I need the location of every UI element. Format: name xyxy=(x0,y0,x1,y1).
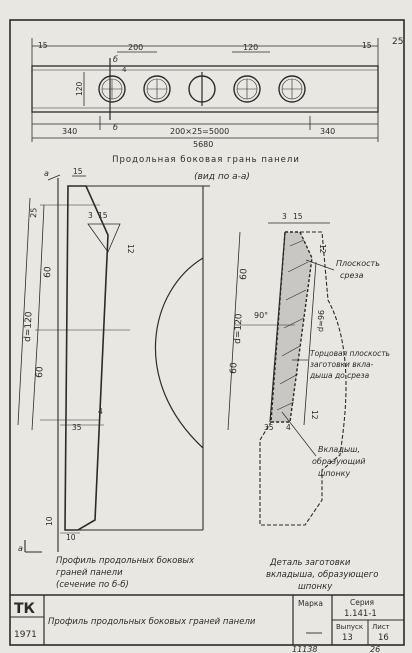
detail-outline-dashed xyxy=(259,231,347,526)
dim-60a: 60 xyxy=(43,266,54,278)
right-detail: 3 15 12 60 d=120 90° d=96 60 12 35 4 Пло… xyxy=(227,212,390,592)
footer-right-number: 26 xyxy=(370,645,380,653)
label-end-plane-1: Торцовая плоскость xyxy=(310,349,390,358)
dim-end-left: 340 xyxy=(62,127,77,136)
dim-12: 12 xyxy=(126,244,135,254)
dim-4: 4 xyxy=(98,407,103,416)
dim-middle: 200×25=5000 xyxy=(170,127,229,136)
dim-left-margin: 15 xyxy=(38,41,48,50)
seria-value: 1.141-1 xyxy=(344,609,377,619)
col-list: Лист xyxy=(372,623,390,631)
dim-end-right: 340 xyxy=(320,127,335,136)
hole-5 xyxy=(278,75,306,103)
dim-10b: 10 xyxy=(66,533,76,542)
outer-frame xyxy=(9,19,405,646)
stamp-series-word: ТК xyxy=(14,601,36,617)
dim-15b: 15 xyxy=(98,211,108,220)
panel-face-rect xyxy=(31,65,379,113)
hole-1 xyxy=(98,75,126,103)
section-mark-a-top: а xyxy=(44,169,49,178)
detail-dim-3: 3 xyxy=(282,212,287,221)
dim-small-4: 4 xyxy=(122,66,127,74)
label-cut-plane-2: среза xyxy=(340,271,364,280)
label-end-plane-2: заготовки вкла- xyxy=(310,360,374,369)
label-insert-3: шпонку xyxy=(318,469,351,478)
dim-3: 3 xyxy=(88,211,93,220)
panel-holes xyxy=(98,72,306,106)
vypusk-value: 13 xyxy=(342,633,353,643)
dim-25: 25 xyxy=(29,207,39,218)
section-mark-a-bottom: а xyxy=(18,544,23,553)
detail-dim-15: 15 xyxy=(293,212,303,221)
page-corner-number: 25 xyxy=(392,37,403,47)
list-value: 16 xyxy=(378,633,389,643)
dim-35: 35 xyxy=(72,423,82,432)
footer-left-number: 11138 xyxy=(292,645,317,653)
dim-d: d=120 xyxy=(23,311,35,342)
detail-dim-35: 35 xyxy=(264,423,274,432)
profile-caption-2: граней панели xyxy=(56,568,123,578)
dim-right-margin: 15 xyxy=(362,41,372,50)
top-view-caption-1: Продольная боковая грань панели xyxy=(112,155,300,165)
dim-hole-spacing-left: 200 xyxy=(128,43,143,52)
detail-caption-3: шпонку xyxy=(298,582,333,592)
top-view: 15 15 200 120 120 4 б б xyxy=(31,38,379,182)
detail-caption-2: вкладыша, образующего xyxy=(266,570,378,580)
detail-caption-1: Деталь заготовки xyxy=(269,558,351,568)
hole-4 xyxy=(233,75,261,103)
detail-dim-12b: 12 xyxy=(310,410,319,420)
detail-dim-60a: 60 xyxy=(239,268,250,280)
detail-dim-angle: 90° xyxy=(254,311,268,320)
dim-total: 5680 xyxy=(193,140,213,149)
col-vypusk: Выпуск xyxy=(336,623,363,631)
dim-10a: 10 xyxy=(45,516,54,526)
insert-hatch-fill xyxy=(271,232,312,422)
dim-60b: 60 xyxy=(35,366,46,378)
dim-d-line xyxy=(17,197,31,426)
dim-height: 120 xyxy=(75,81,84,96)
void-arc xyxy=(154,257,204,449)
detail-dim-12a: 12 xyxy=(318,244,327,254)
profile-caption-3: (сечение по б-б) xyxy=(56,580,129,590)
dim-top-15: 15 xyxy=(73,167,83,176)
section-mark-b-bottom: б xyxy=(113,123,118,132)
label-end-plane-3: дыша до среза xyxy=(309,371,370,380)
col-seria: Серия xyxy=(350,598,374,607)
hole-2 xyxy=(143,75,171,103)
detail-dim-d96: d=96 xyxy=(316,310,326,332)
detail-dim-d: d=120 xyxy=(233,313,245,344)
insert-outline xyxy=(270,231,313,423)
title-block: ТК 1971 Профиль продольных боковых гране… xyxy=(10,594,404,645)
top-view-caption-2: (вид по а-а) xyxy=(194,172,250,182)
left-profile: а а 15 25 3 15 12 60 d=120 60 4 35 10 10… xyxy=(17,167,210,590)
profile-caption-1: Профиль продольных боковых xyxy=(56,556,195,566)
section-mark-b-top: б xyxy=(113,55,118,64)
stamp-title: Профиль продольных боковых граней панели xyxy=(48,617,256,627)
detail-dim-60b: 60 xyxy=(229,362,240,374)
label-cut-plane-1: Плоскость xyxy=(336,259,380,268)
label-insert-1: Вкладыш, xyxy=(318,445,360,454)
stamp-year: 1971 xyxy=(14,630,37,640)
col-marka: Марка xyxy=(298,599,323,608)
detail-dim-4: 4 xyxy=(286,423,291,432)
label-insert-2: образующий xyxy=(312,457,365,466)
dim-hole-spacing-right: 120 xyxy=(243,43,258,52)
